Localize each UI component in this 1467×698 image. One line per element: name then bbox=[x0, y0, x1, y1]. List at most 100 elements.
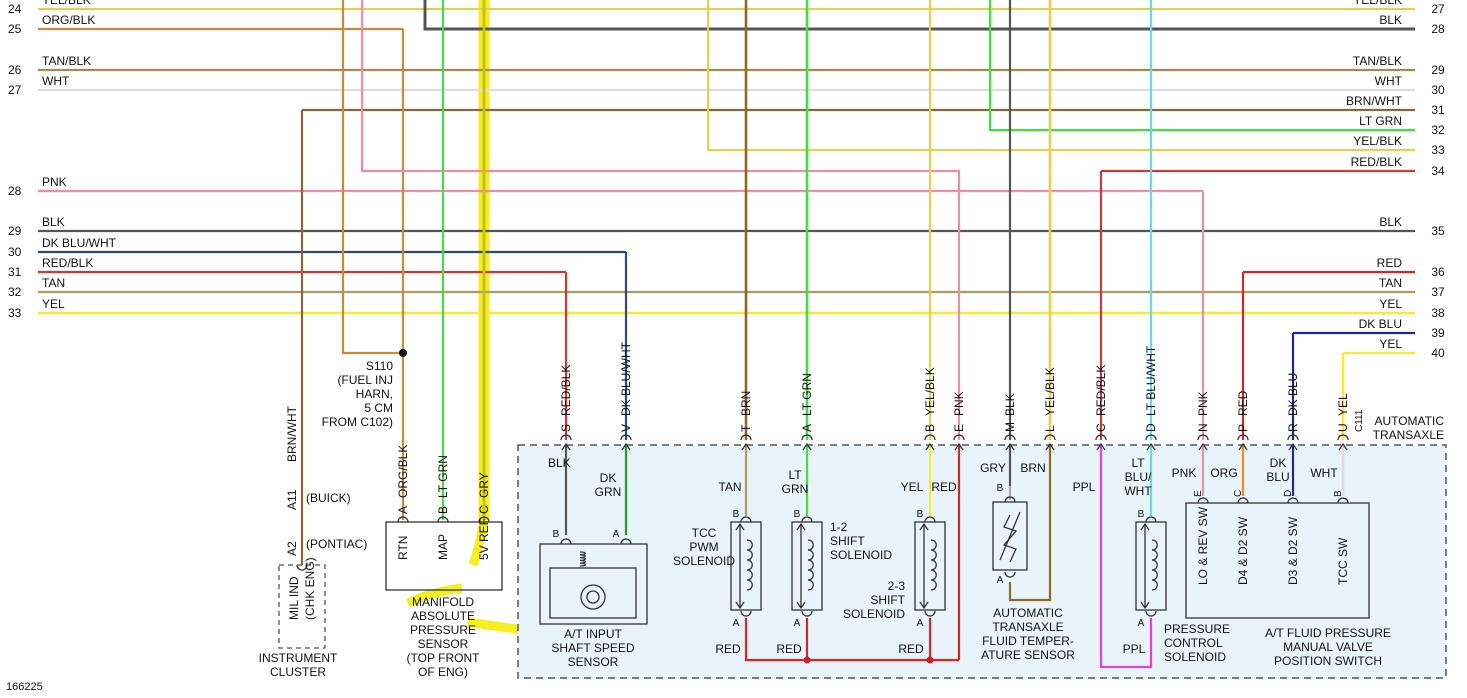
terminal-arrow bbox=[1288, 442, 1298, 451]
pin-terminal bbox=[1044, 434, 1056, 441]
wire-lt-grn-32 bbox=[988, 0, 1415, 132]
terminal-arrow bbox=[621, 442, 631, 451]
map-sensor-caption-line-5: OF ENG) bbox=[418, 665, 468, 679]
right-wire-label-30: WHT bbox=[1375, 74, 1403, 88]
ppl-bottom-label: PPL bbox=[1123, 642, 1146, 656]
pin-letter-A: A bbox=[800, 424, 814, 432]
mil-box-line-0: MIL IND bbox=[287, 576, 301, 620]
thermistor-icon bbox=[999, 511, 1021, 563]
mil-buick-label: (BUICK) bbox=[306, 491, 351, 505]
s23-pin-b: B bbox=[917, 509, 924, 520]
mil-pin-buick: A11 bbox=[285, 489, 299, 510]
map-terminal-A: RTN bbox=[396, 536, 410, 560]
tft-body bbox=[992, 501, 1028, 571]
left-wire-number-27: 27 bbox=[8, 83, 22, 97]
ppl-top-label: PPL bbox=[1073, 480, 1096, 494]
right-wire-label-28: BLK bbox=[1379, 13, 1402, 27]
splice-desc-line-0: (FUEL INJ bbox=[337, 373, 393, 387]
map-pin-C: C bbox=[477, 505, 491, 514]
terminal-arrow bbox=[1140, 522, 1150, 531]
issa-wire-a-line-1: GRN bbox=[595, 485, 622, 499]
pin-terminal bbox=[1287, 434, 1299, 441]
right-wire-label-38: YEL bbox=[1379, 297, 1402, 311]
figure-id: 166225 bbox=[6, 681, 43, 693]
tcc-solenoid-body bbox=[730, 521, 762, 611]
sw-pin-1: C bbox=[1233, 490, 1244, 497]
left-wire-label-29: BLK bbox=[42, 215, 65, 229]
pin-letter-L: L bbox=[1043, 425, 1057, 432]
pin-terminal bbox=[560, 434, 572, 441]
tcc-pin-a: A bbox=[733, 618, 740, 629]
tcc-name-line-2: SOLENOID bbox=[673, 554, 735, 568]
pcs-caption-line-0: PRESSURE bbox=[1164, 622, 1230, 636]
pin-terminal bbox=[1237, 434, 1249, 441]
pin-terminal bbox=[740, 434, 752, 441]
left-wire-label-31: RED/BLK bbox=[42, 256, 93, 270]
splice-desc-line-1: HARN, bbox=[356, 387, 393, 401]
issa-caption-line-0: A/T INPUT bbox=[564, 627, 622, 641]
pin-letter-R: R bbox=[1286, 423, 1300, 432]
map-sensor-caption-line-4: (TOP FRONT bbox=[407, 651, 481, 665]
left-wire-number-32: 32 bbox=[8, 285, 22, 299]
right-wire-number-38: 38 bbox=[1431, 306, 1445, 320]
right-wire-label-27: YEL/BLK bbox=[1353, 0, 1402, 7]
terminal-arrow bbox=[1238, 442, 1248, 451]
pin-wire-label-D: LT BLU/WHT bbox=[1144, 345, 1158, 416]
issa-body bbox=[539, 543, 648, 625]
pin-terminal bbox=[620, 434, 632, 441]
tft-caption-line-3: ATURE SENSOR bbox=[981, 648, 1075, 662]
s12-name-line-0: 1-2 bbox=[830, 520, 848, 534]
automatic-transaxle-box bbox=[517, 444, 1447, 679]
tcc-bottom-wire: RED bbox=[715, 642, 741, 656]
pin-terminal bbox=[397, 516, 409, 523]
terminal-arrow bbox=[919, 601, 929, 610]
wire-blk-28 bbox=[423, 0, 1415, 31]
sw-caption-line-0: A/T FLUID PRESSURE bbox=[1265, 626, 1391, 640]
s12-bottom-wire: RED bbox=[776, 642, 802, 656]
sw-caption-line-1: MANUAL VALVE bbox=[1283, 640, 1373, 654]
pin-terminal bbox=[1004, 496, 1016, 503]
s23-name-line-1: SHIFT bbox=[870, 593, 905, 607]
sw-pin-0: E bbox=[1193, 490, 1204, 497]
terminal-arrow bbox=[1096, 442, 1106, 451]
pin-terminal bbox=[1197, 497, 1209, 504]
pin-terminal bbox=[437, 516, 449, 523]
pin-letter-M: M bbox=[1003, 422, 1017, 432]
wire-yel-blk-33 bbox=[706, 0, 1415, 152]
s12-name-line-1: SHIFT bbox=[830, 534, 865, 548]
right-wire-number-31: 31 bbox=[1431, 103, 1445, 117]
right-wire-number-37: 37 bbox=[1431, 285, 1445, 299]
right-wire-label-40: YEL bbox=[1379, 337, 1402, 351]
pin-terminal bbox=[478, 516, 490, 523]
pin-terminal bbox=[1337, 434, 1349, 441]
pin-terminal bbox=[1337, 497, 1349, 504]
right-wire-label-34: RED/BLK bbox=[1351, 155, 1402, 169]
right-wire-label-29: TAN/BLK bbox=[1353, 54, 1402, 68]
left-wire-label-26: TAN/BLK bbox=[42, 54, 91, 68]
pin-wire-label-R: DK BLU bbox=[1286, 373, 1300, 416]
tcc-pin-b: B bbox=[733, 509, 740, 520]
terminal-arrow bbox=[741, 442, 751, 451]
pin-terminal bbox=[953, 434, 965, 441]
left-wire-number-24: 24 bbox=[8, 2, 22, 16]
pin-letter-E: E bbox=[952, 424, 966, 432]
issa-pin-a: A bbox=[613, 529, 620, 540]
right-wire-number-33: 33 bbox=[1431, 143, 1445, 157]
map-sensor-box bbox=[385, 521, 503, 591]
pin-letter-S: S bbox=[559, 424, 573, 432]
left-wire-label-33: YEL bbox=[42, 297, 65, 311]
right-wire-number-36: 36 bbox=[1431, 265, 1445, 279]
issa-wire-b: BLK bbox=[548, 456, 571, 470]
map-pin-A: A bbox=[396, 506, 410, 514]
splice-name: S110 bbox=[366, 359, 393, 373]
sw-name-0: LO & REV SW bbox=[1196, 506, 1210, 585]
right-wire-number-35: 35 bbox=[1431, 224, 1445, 238]
terminal-arrow bbox=[1338, 442, 1348, 451]
manual-valve-switch-box bbox=[1185, 502, 1370, 619]
wire-ppl bbox=[1099, 444, 1153, 669]
right-wire-label-33: YEL/BLK bbox=[1353, 134, 1402, 148]
right-wire-number-40: 40 bbox=[1431, 346, 1445, 360]
sw-wire-label-2-line-1: BLU bbox=[1266, 470, 1289, 484]
pin-terminal bbox=[1145, 610, 1157, 617]
pin-letter-T: T bbox=[739, 424, 753, 432]
